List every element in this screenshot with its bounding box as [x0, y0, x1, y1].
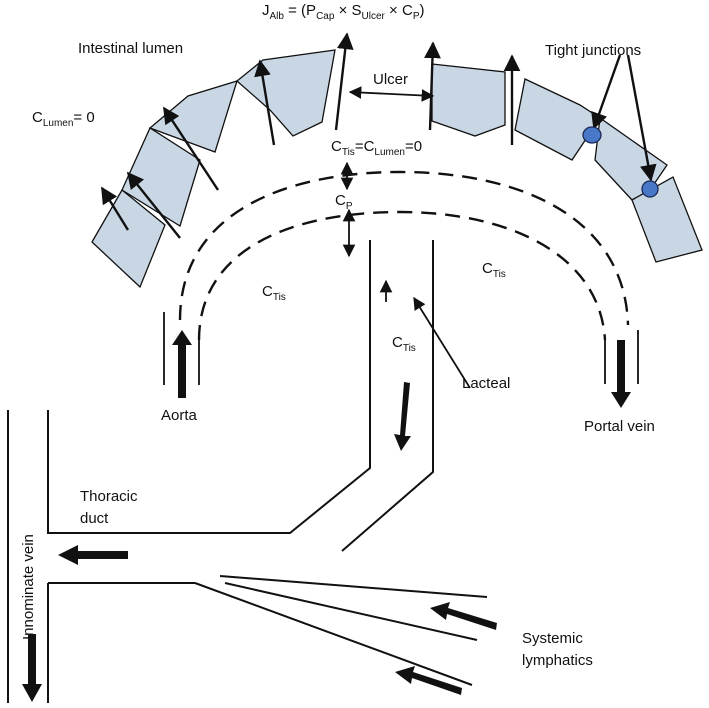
- thoracic-duct-label-line2: duct: [80, 510, 109, 527]
- systemic-lymphatics-label-line2: lymphatics: [522, 652, 593, 669]
- systemic-lymphatic-wall: [219, 575, 488, 598]
- lacteal-flow-arrow: [394, 382, 411, 451]
- c-lumen-label: CLumen= 0: [32, 109, 95, 129]
- ctis-label-left: CTis: [262, 283, 286, 303]
- portal-vein-label: Portal vein: [584, 418, 655, 435]
- epithelial-cells: [91, 49, 703, 289]
- innominate-vein-label: Innominate vein: [20, 534, 37, 640]
- epithelial-cell: [431, 63, 506, 137]
- intestinal-lumen-label: Intestinal lumen: [78, 40, 183, 57]
- flux-arrow: [162, 106, 220, 191]
- systemic-lymphatic-wall: [194, 582, 473, 686]
- lacteal-left-wall: [47, 240, 371, 534]
- epithelial-cell: [235, 49, 336, 137]
- lymphatic-vessels: [7, 240, 488, 703]
- flux-arrow: [126, 171, 181, 239]
- epithelial-cell: [91, 189, 166, 289]
- innominate-vein-flow-arrow: [22, 634, 42, 702]
- aorta-label: Aorta: [161, 407, 198, 424]
- tight-junction-dot: [641, 180, 659, 198]
- lacteal-label: Lacteal: [462, 375, 510, 392]
- ctis-label-lacteal: CTis: [392, 334, 416, 354]
- tight-junction-pointer: [626, 54, 657, 182]
- systemic-lymphatics-label-line1: Systemic: [522, 630, 583, 647]
- tight-junction-dot: [582, 126, 602, 144]
- tight-junction-pointer: [591, 54, 622, 130]
- tight-junctions-label: Tight junctions: [545, 42, 641, 59]
- ulcer-label: Ulcer: [373, 71, 408, 88]
- lacteal-pointer: [413, 296, 471, 389]
- ctis-label-right: CTis: [482, 260, 506, 280]
- systemic-lymphatic-flow-arrow: [395, 666, 462, 695]
- lacteal-right-wall: [341, 240, 434, 552]
- cp-label: CP: [335, 192, 353, 212]
- flux-arrow: [334, 32, 354, 131]
- flux-arrow: [254, 59, 276, 146]
- systemic-lymphatic-flow-arrow: [430, 602, 497, 630]
- capillary-outer-arch: [178, 170, 630, 326]
- albumin-flux-equation: JAlb = (PCap × SUlcer × CP): [262, 2, 424, 22]
- flux-arrow: [100, 186, 130, 231]
- thoracic-duct-label-line1: Thoracic: [80, 488, 138, 505]
- ctis-equals-clumen-label: CTis=CLumen=0: [331, 138, 422, 158]
- ulcer-width-arrow: [348, 86, 435, 102]
- portal-vein-flow-arrow: [611, 340, 631, 408]
- systemic-lymphatic-wall: [224, 582, 478, 641]
- aorta-flow-arrow: [172, 330, 192, 398]
- epithelial-cell: [514, 78, 601, 161]
- thoracic-duct-flow-arrow: [58, 545, 128, 565]
- epithelial-cell: [631, 176, 703, 263]
- capillary-inner-arch: [197, 210, 607, 341]
